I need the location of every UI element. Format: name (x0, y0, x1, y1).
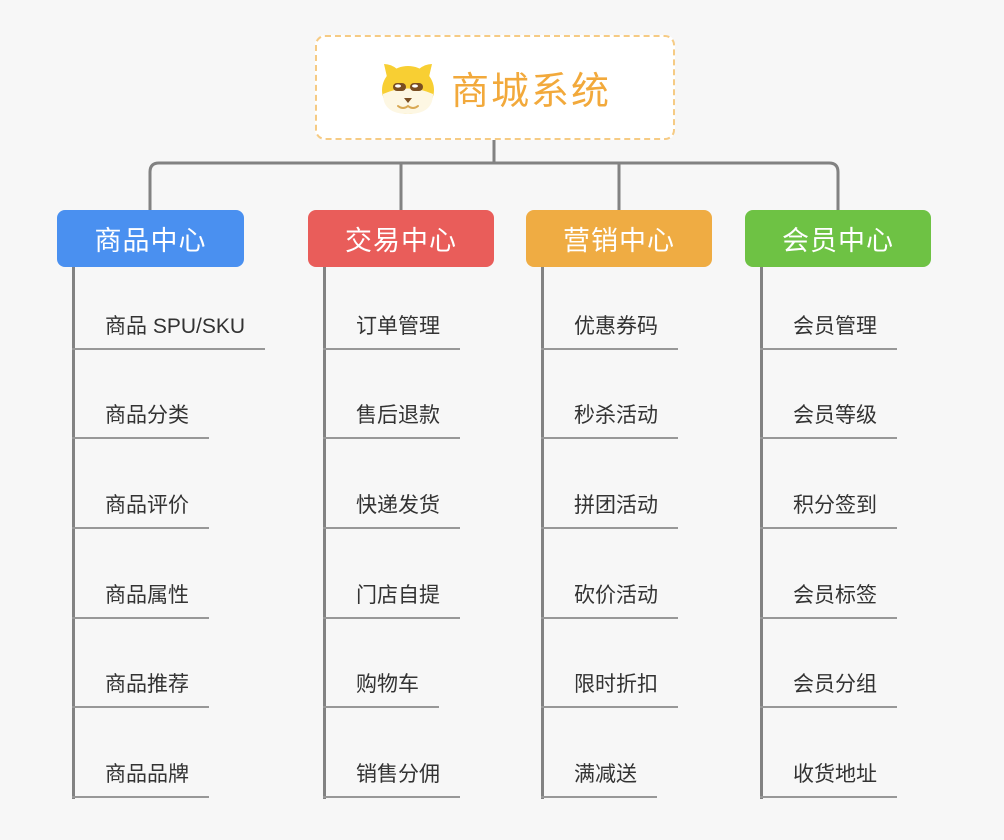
leaf-node[interactable]: 商品评价 (72, 489, 209, 530)
leaf-slot: 商品推荐 (72, 619, 357, 709)
leaf-slot: 会员标签 (760, 529, 1004, 619)
leaf-node[interactable]: 商品分类 (72, 399, 209, 440)
branch-header-member-center[interactable]: 会员中心 (745, 210, 931, 267)
leaf-slot: 商品评价 (72, 439, 357, 530)
root-title: 商城系统 (450, 71, 611, 113)
leaf-node[interactable]: 会员管理 (760, 310, 897, 350)
leaf-slot: 积分签到 (760, 439, 1004, 530)
leaf-slot: 商品 SPU/SKU (72, 260, 357, 350)
branch-trunk-line (541, 267, 544, 799)
leaf-slot: 会员管理 (760, 260, 1004, 350)
leaf-node[interactable]: 秒杀活动 (541, 399, 678, 440)
branch-trunk-line (72, 267, 75, 799)
leaf-node[interactable]: 快递发货 (323, 489, 460, 530)
leaf-slot: 商品分类 (72, 350, 357, 440)
branch-trunk-line (323, 267, 326, 799)
leaf-node[interactable]: 购物车 (323, 668, 439, 709)
leaf-slot: 满减送 (541, 708, 826, 799)
leaf-slot: 秒杀活动 (541, 350, 826, 440)
leaf-node[interactable]: 会员分组 (760, 668, 897, 709)
leaf-node[interactable]: 满减送 (541, 758, 657, 799)
leaf-slot: 商品属性 (72, 529, 357, 619)
leaf-slot: 会员分组 (760, 619, 1004, 709)
root-node[interactable]: 商城系统 (315, 35, 675, 140)
leaf-node[interactable]: 限时折扣 (541, 668, 678, 709)
leaf-node[interactable]: 商品属性 (72, 579, 209, 619)
leaf-slot: 拼团活动 (541, 439, 826, 530)
leaf-node[interactable]: 商品 SPU/SKU (72, 310, 266, 350)
leaf-node[interactable]: 售后退款 (323, 399, 460, 440)
branch-trunk-line (760, 267, 763, 799)
leaf-slot: 快递发货 (323, 439, 608, 530)
leaf-slot: 售后退款 (323, 350, 608, 440)
leaf-node[interactable]: 优惠券码 (541, 310, 678, 350)
leaf-slot: 商品品牌 (72, 708, 357, 799)
leaf-node[interactable]: 收货地址 (760, 758, 897, 799)
shiba-dog-icon (381, 63, 434, 114)
leaf-node[interactable]: 会员标签 (760, 579, 897, 619)
leaf-node[interactable]: 砍价活动 (541, 579, 678, 619)
leaf-node[interactable]: 积分签到 (760, 489, 897, 530)
leaf-slot: 优惠券码 (541, 260, 826, 350)
leaf-node[interactable]: 订单管理 (323, 310, 460, 350)
branch-column-marketing: 优惠券码 秒杀活动 拼团活动 砍价活动 限时折扣 满减送 (541, 260, 826, 805)
leaf-node[interactable]: 销售分佣 (323, 758, 460, 799)
leaf-node[interactable]: 商品品牌 (72, 758, 209, 799)
leaf-slot: 购物车 (323, 619, 608, 709)
leaf-slot: 收货地址 (760, 708, 1004, 799)
leaf-node[interactable]: 拼团活动 (541, 489, 678, 530)
leaf-slot: 限时折扣 (541, 619, 826, 709)
leaf-slot: 订单管理 (323, 260, 608, 350)
branch-column-member: 会员管理 会员等级 积分签到 会员标签 会员分组 收货地址 (760, 260, 1004, 805)
leaf-slot: 会员等级 (760, 350, 1004, 440)
branch-header-product-center[interactable]: 商品中心 (57, 210, 244, 267)
branch-column-product: 商品 SPU/SKU 商品分类 商品评价 商品属性 商品推荐 商品品牌 (72, 260, 357, 805)
branch-header-trade-center[interactable]: 交易中心 (308, 210, 494, 267)
leaf-node[interactable]: 门店自提 (323, 579, 460, 619)
branch-header-marketing-center[interactable]: 营销中心 (526, 210, 712, 267)
leaf-node[interactable]: 会员等级 (760, 399, 897, 440)
leaf-slot: 销售分佣 (323, 708, 608, 799)
leaf-slot: 门店自提 (323, 529, 608, 619)
leaf-slot: 砍价活动 (541, 529, 826, 619)
branch-column-trade: 订单管理 售后退款 快递发货 门店自提 购物车 销售分佣 (323, 260, 608, 805)
leaf-node[interactable]: 商品推荐 (72, 668, 209, 709)
